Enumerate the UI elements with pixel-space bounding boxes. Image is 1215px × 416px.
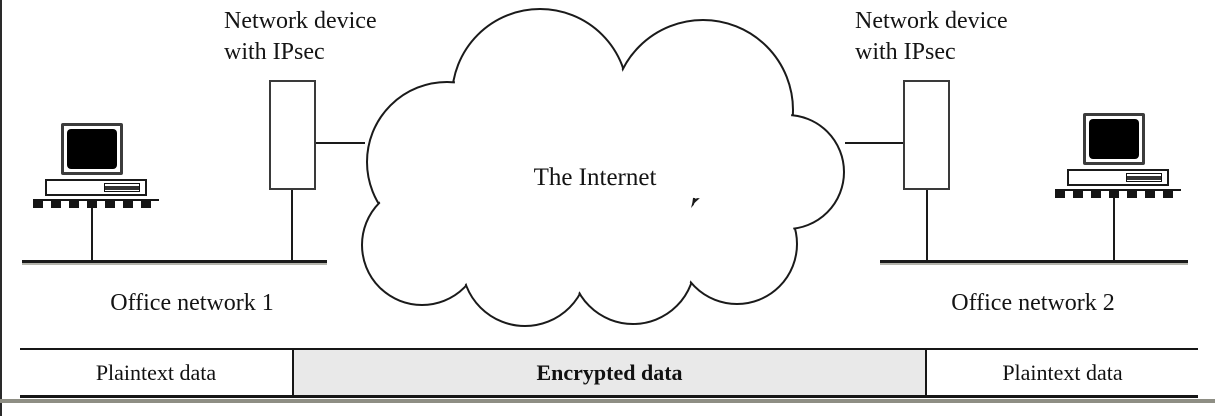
gateway-right-cloud-link: [845, 142, 903, 144]
drive-slot-icon: [104, 183, 140, 192]
data-protection-bar: Plaintext data Encrypted data Plaintext …: [20, 348, 1198, 398]
device-right-label-line1: Network device: [855, 8, 1008, 34]
monitor-icon: [1083, 113, 1145, 165]
device-left-label-line1: Network device: [224, 8, 377, 34]
encrypted-segment: Encrypted data: [292, 348, 927, 398]
ipsec-gateway-left: [269, 80, 316, 190]
data-bar-shadow: [0, 399, 1215, 403]
keyboard-icon: [1055, 189, 1181, 198]
device-left-label: Network device with IPsec: [224, 6, 377, 68]
system-unit: [1067, 169, 1169, 186]
device-left-label-line2: with IPsec: [224, 39, 325, 65]
office-network-2-bus-shadow: [880, 263, 1188, 265]
device-right-label: Network device with IPsec: [855, 6, 1008, 68]
screen: [67, 129, 117, 169]
left-edge-line: [0, 0, 2, 416]
drive-slot-icon: [1126, 173, 1162, 182]
office-network-2-bus: [880, 260, 1188, 263]
system-unit: [45, 179, 147, 196]
internet-label: The Internet: [533, 164, 657, 191]
gateway-left-cloud-link: [316, 142, 365, 144]
office-network-1-bus: [22, 260, 327, 263]
device-right-label-line2: with IPsec: [855, 39, 956, 65]
plaintext-left-label: Plaintext data: [95, 359, 217, 385]
computer-right-drop-line: [1113, 198, 1115, 262]
plaintext-right-label: Plaintext data: [1002, 359, 1123, 385]
computer-left-icon: [33, 123, 159, 209]
computer-left-drop-line: [91, 208, 93, 262]
gateway-right-drop-line: [926, 190, 928, 262]
keyboard-icon: [33, 199, 159, 208]
plaintext-segment-left: Plaintext data: [20, 348, 292, 398]
monitor-icon: [61, 123, 123, 175]
screen: [1089, 119, 1139, 159]
computer-right-icon: [1055, 113, 1181, 199]
gateway-left-drop-line: [291, 190, 293, 262]
office-network-1-bus-shadow: [22, 263, 327, 265]
office-network-1-label: Office network 1: [110, 290, 274, 316]
office-network-2-label: Office network 2: [951, 290, 1115, 316]
plaintext-segment-right: Plaintext data: [927, 348, 1198, 398]
encrypted-label: Encrypted data: [536, 359, 683, 385]
ipsec-gateway-right: [903, 80, 950, 190]
